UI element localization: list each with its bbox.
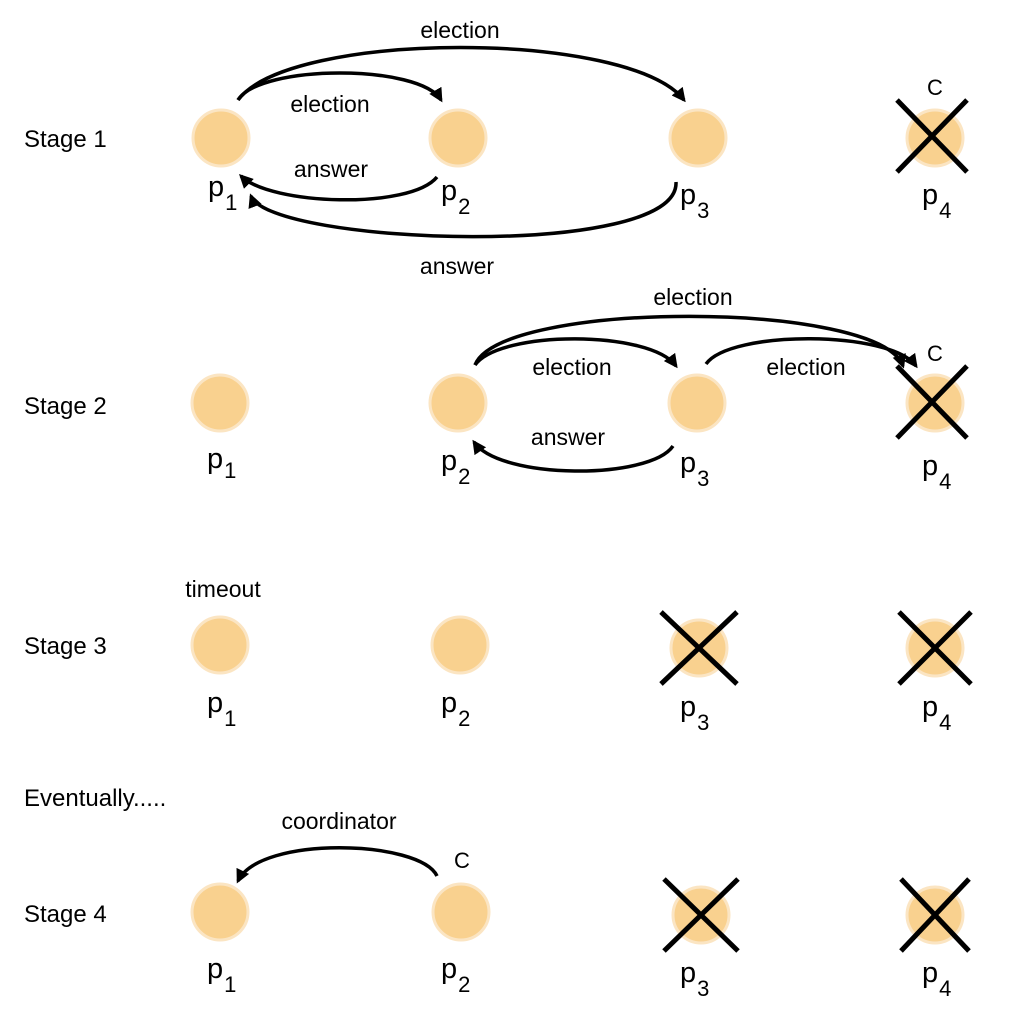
- stage-2-node-p1: [190, 373, 250, 433]
- stage-1-arrow-election-p1-p2: [236, 71, 443, 103]
- stage-4-crash-mark-p3: [662, 877, 740, 953]
- stage-1-crash-mark-p4: [895, 98, 969, 174]
- stage-4-label-coordinator: coordinator: [281, 808, 396, 834]
- stage-2-process-label-p4: p4: [922, 450, 951, 494]
- stage-2-label-election-p3-p4: election: [766, 354, 845, 380]
- stage-4-node-p2: [431, 882, 491, 942]
- stage-3-node-p1: [190, 615, 250, 675]
- stage-2-label-election-outer: election: [653, 284, 732, 310]
- stage-2-arrow-election-p2-p4: [473, 314, 906, 369]
- stage-4-process-label-p4: p4: [922, 957, 951, 1001]
- stage-2-node-p2: [428, 373, 488, 433]
- stage-4: coordinator C p1 p2 p3 p4: [190, 808, 971, 1001]
- stage-2: election election election answer C p1 p…: [190, 284, 969, 494]
- stage-1-arrow-answer-p2-p1: [239, 174, 439, 202]
- stage-2-crash-mark-p4: [895, 364, 969, 440]
- stage-3-process-label-p4: p4: [922, 691, 951, 735]
- stage-4-arrow-coordinator-p2-p1: [236, 846, 439, 884]
- stage-1-node-p3: [668, 108, 728, 168]
- stage-2-label-election-p2-p3: election: [532, 354, 611, 380]
- stage-1-label-election-outer: election: [420, 17, 499, 43]
- stage-4-process-label-p1: p1: [207, 953, 236, 997]
- eventually-label: Eventually.....: [24, 785, 166, 812]
- stage-1-process-label-p4: p4: [922, 179, 951, 223]
- stage-1-node-p1: [191, 108, 251, 168]
- stage-2-arrow-answer-p3-p2: [472, 439, 675, 473]
- stage-1-label-answer-outer: answer: [420, 253, 494, 279]
- stage-4-process-label-p3: p3: [680, 957, 709, 1001]
- stage-2-process-label-p1: p1: [207, 443, 236, 483]
- stage-3-process-label-p3: p3: [680, 691, 709, 735]
- stage-3-crash-mark-p4: [897, 610, 973, 686]
- stage-2-arrow-election-p2-p3: [473, 337, 678, 369]
- stage-3-process-label-p2: p2: [441, 687, 470, 731]
- stage-2-node-p3: [667, 373, 727, 433]
- stage-1-arrow-answer-p3-p1: [248, 181, 678, 239]
- stage-4-label: Stage 4: [24, 901, 107, 928]
- stage-3: timeout p1 p2 p3 p4: [185, 576, 973, 735]
- stage-1-arrow-election-p1-p3: [236, 45, 686, 103]
- stage-1-process-label-p2: p2: [441, 175, 470, 219]
- stage-3-crash-mark-p3: [659, 610, 739, 686]
- stage-4-node-p1: [190, 882, 250, 942]
- stage-3-node-p2: [430, 615, 490, 675]
- stage-4-coordinator-mark: C: [454, 848, 470, 873]
- stage-2-arrow-election-p3-p4: [704, 337, 918, 369]
- stage-1-process-label-p3: p3: [680, 179, 709, 223]
- stage-3-label: Stage 3: [24, 633, 107, 660]
- stage-1: election election answer answer C p1 p2 …: [191, 17, 969, 279]
- stage-1-node-p2: [428, 108, 488, 168]
- stage-2-label: Stage 2: [24, 393, 107, 420]
- stage-1-label-answer-inner: answer: [294, 156, 368, 182]
- stage-4-process-label-p2: p2: [441, 953, 470, 997]
- stage-3-process-label-p1: p1: [207, 687, 236, 731]
- stage-2-coordinator-mark: C: [927, 341, 943, 366]
- stage-1-process-label-p1: p1: [208, 171, 237, 215]
- stage-3-label-timeout: timeout: [185, 576, 261, 602]
- stage-2-label-answer: answer: [531, 424, 605, 450]
- stage-1-label-election-inner: election: [290, 91, 369, 117]
- stage-1-coordinator-mark: C: [927, 75, 943, 100]
- stage-4-crash-mark-p4: [899, 877, 971, 953]
- stage-2-process-label-p3: p3: [680, 447, 709, 491]
- stage-1-label: Stage 1: [24, 126, 107, 153]
- stage-2-process-label-p2: p2: [441, 445, 470, 489]
